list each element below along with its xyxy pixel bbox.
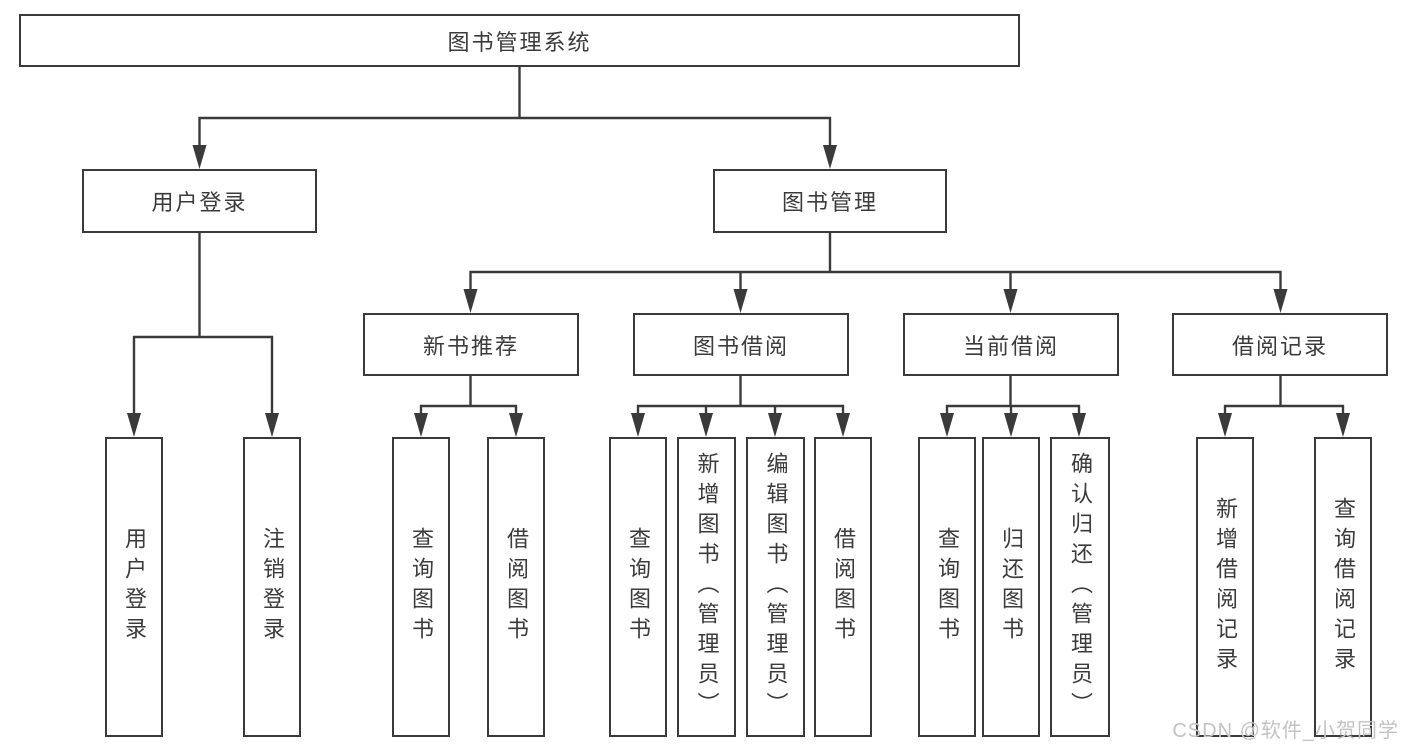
node-new-book-recommend: 新书推荐 bbox=[363, 313, 579, 376]
leaf-query-borrow-record: 查询借阅记录 bbox=[1314, 437, 1372, 737]
leaf-user-login: 用户登录 bbox=[105, 437, 163, 737]
node-library-system: 图书管理系统 bbox=[19, 14, 1020, 67]
leaf-edit-book-admin: 编辑图书（管理员） bbox=[746, 437, 805, 737]
leaf-query-books-borrow: 查询图书 bbox=[609, 437, 667, 737]
leaf-confirm-return-admin: 确认归还（管理员） bbox=[1050, 437, 1110, 737]
leaf-return-book: 归还图书 bbox=[982, 437, 1040, 737]
leaf-query-books-current: 查询图书 bbox=[918, 437, 976, 737]
connector-new-books-to-leaves bbox=[414, 375, 523, 437]
leaf-add-borrow-record: 新增借阅记录 bbox=[1196, 437, 1254, 737]
connector-current-borrow-to-leaves bbox=[940, 375, 1086, 437]
leaf-logout: 注销登录 bbox=[243, 437, 301, 737]
node-current-borrow: 当前借阅 bbox=[903, 313, 1119, 376]
node-book-borrow: 图书借阅 bbox=[633, 313, 849, 376]
connector-root-to-branches bbox=[192, 66, 837, 169]
connector-book-mgmt-to-sections bbox=[463, 232, 1288, 313]
leaf-query-books-recommend: 查询图书 bbox=[392, 437, 450, 737]
node-book-management: 图书管理 bbox=[713, 169, 947, 233]
leaf-borrow-books: 借阅图书 bbox=[814, 437, 872, 737]
connector-user-login-to-leaves bbox=[127, 232, 279, 437]
node-borrow-records: 借阅记录 bbox=[1172, 313, 1388, 376]
connector-records-to-leaves bbox=[1218, 375, 1350, 437]
watermark: CSDN @软件_小贺同学 bbox=[1172, 720, 1399, 742]
node-user-login-branch: 用户登录 bbox=[82, 169, 317, 233]
connector-book-borrow-to-leaves bbox=[631, 375, 850, 437]
leaf-borrow-books-recommend: 借阅图书 bbox=[487, 437, 545, 737]
leaf-add-book-admin: 新增图书（管理员） bbox=[677, 437, 736, 737]
